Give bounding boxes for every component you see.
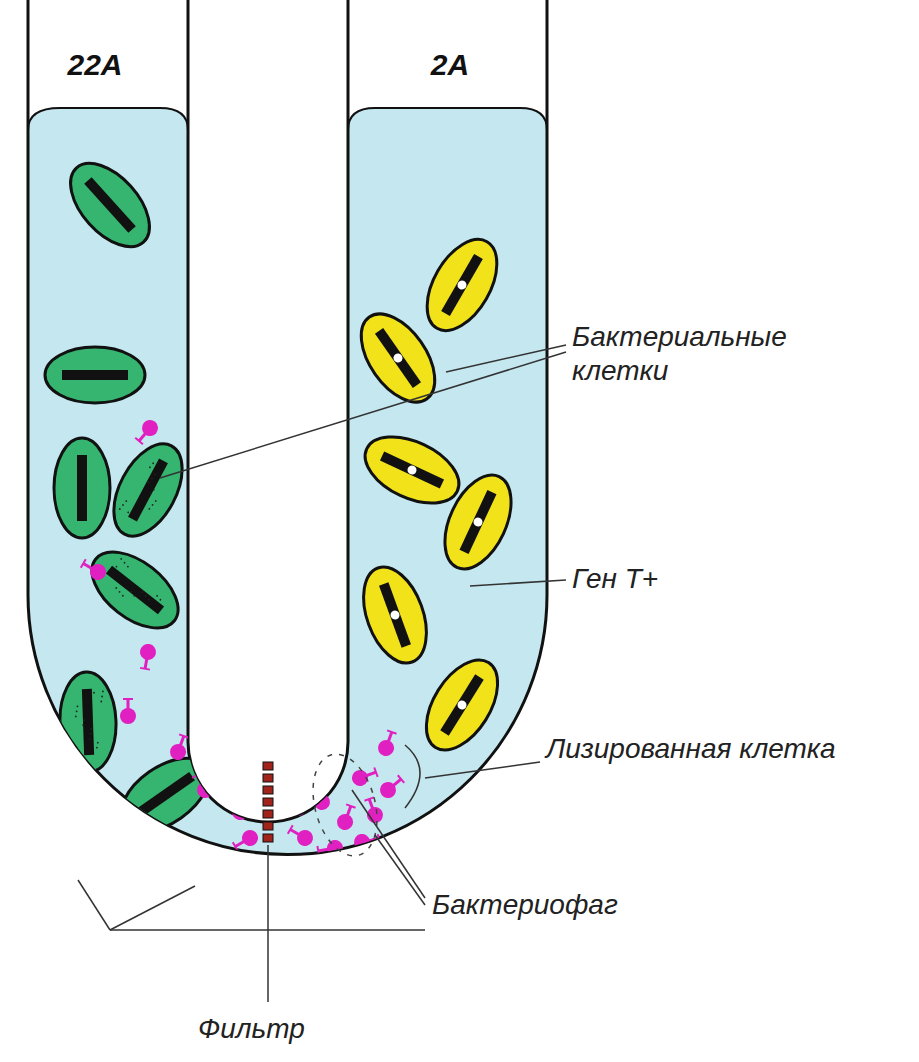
callout-label: Бактериальные клетки xyxy=(572,320,872,388)
tube-divider xyxy=(188,0,348,822)
bacterial-cell xyxy=(100,433,196,548)
lysed-cell xyxy=(303,747,388,863)
bacterial-cell xyxy=(108,743,222,846)
bacteriophage xyxy=(279,737,299,764)
bacterial-cell xyxy=(78,537,191,643)
meniscus xyxy=(348,108,547,130)
callout-label: Лизированная клетка xyxy=(546,732,846,766)
callout-label: Ген T+ xyxy=(572,562,872,596)
bacterial-cell xyxy=(56,149,165,261)
bacteriophage xyxy=(350,765,379,789)
arm-label: 22A xyxy=(40,48,150,82)
bacteriophage xyxy=(225,793,251,823)
bacteriophage xyxy=(335,803,359,832)
bacteriophage xyxy=(120,699,136,724)
bacterial-cell xyxy=(355,423,469,516)
bacteriophage xyxy=(287,760,315,789)
bacterial-cell xyxy=(58,671,117,773)
arm-label: 2A xyxy=(395,48,505,82)
bacteriophage xyxy=(291,851,319,880)
bacteriophage xyxy=(223,772,248,788)
bacteriophage xyxy=(168,733,192,762)
bacterial-cell xyxy=(352,558,439,671)
bacterial-cell xyxy=(412,648,512,762)
bacteriophage xyxy=(353,831,380,851)
meniscus xyxy=(28,108,188,130)
bacterial-cell xyxy=(45,347,145,403)
bacteriophage xyxy=(231,827,261,853)
bacteriophage xyxy=(377,773,406,801)
bacteriophage xyxy=(376,729,400,758)
bacterial-cell xyxy=(346,301,449,415)
filter xyxy=(263,762,273,842)
bacterial-cell xyxy=(54,438,110,538)
tube-wall xyxy=(28,0,547,855)
bacteriophage xyxy=(304,791,331,811)
bacteriophage xyxy=(283,789,309,819)
bacteriophage xyxy=(286,823,316,849)
callout-label: Фильтр xyxy=(198,1012,398,1046)
bacteriophage xyxy=(79,557,109,583)
callout-label: Бактериофаг xyxy=(432,888,732,922)
bacteriophage xyxy=(137,643,157,670)
bacterial-cell xyxy=(431,465,524,579)
bacteriophage xyxy=(78,804,103,820)
liquid xyxy=(28,108,547,855)
bacterial-cell xyxy=(413,228,511,343)
bacteriophage xyxy=(133,417,161,446)
bacteriophage xyxy=(190,771,216,801)
